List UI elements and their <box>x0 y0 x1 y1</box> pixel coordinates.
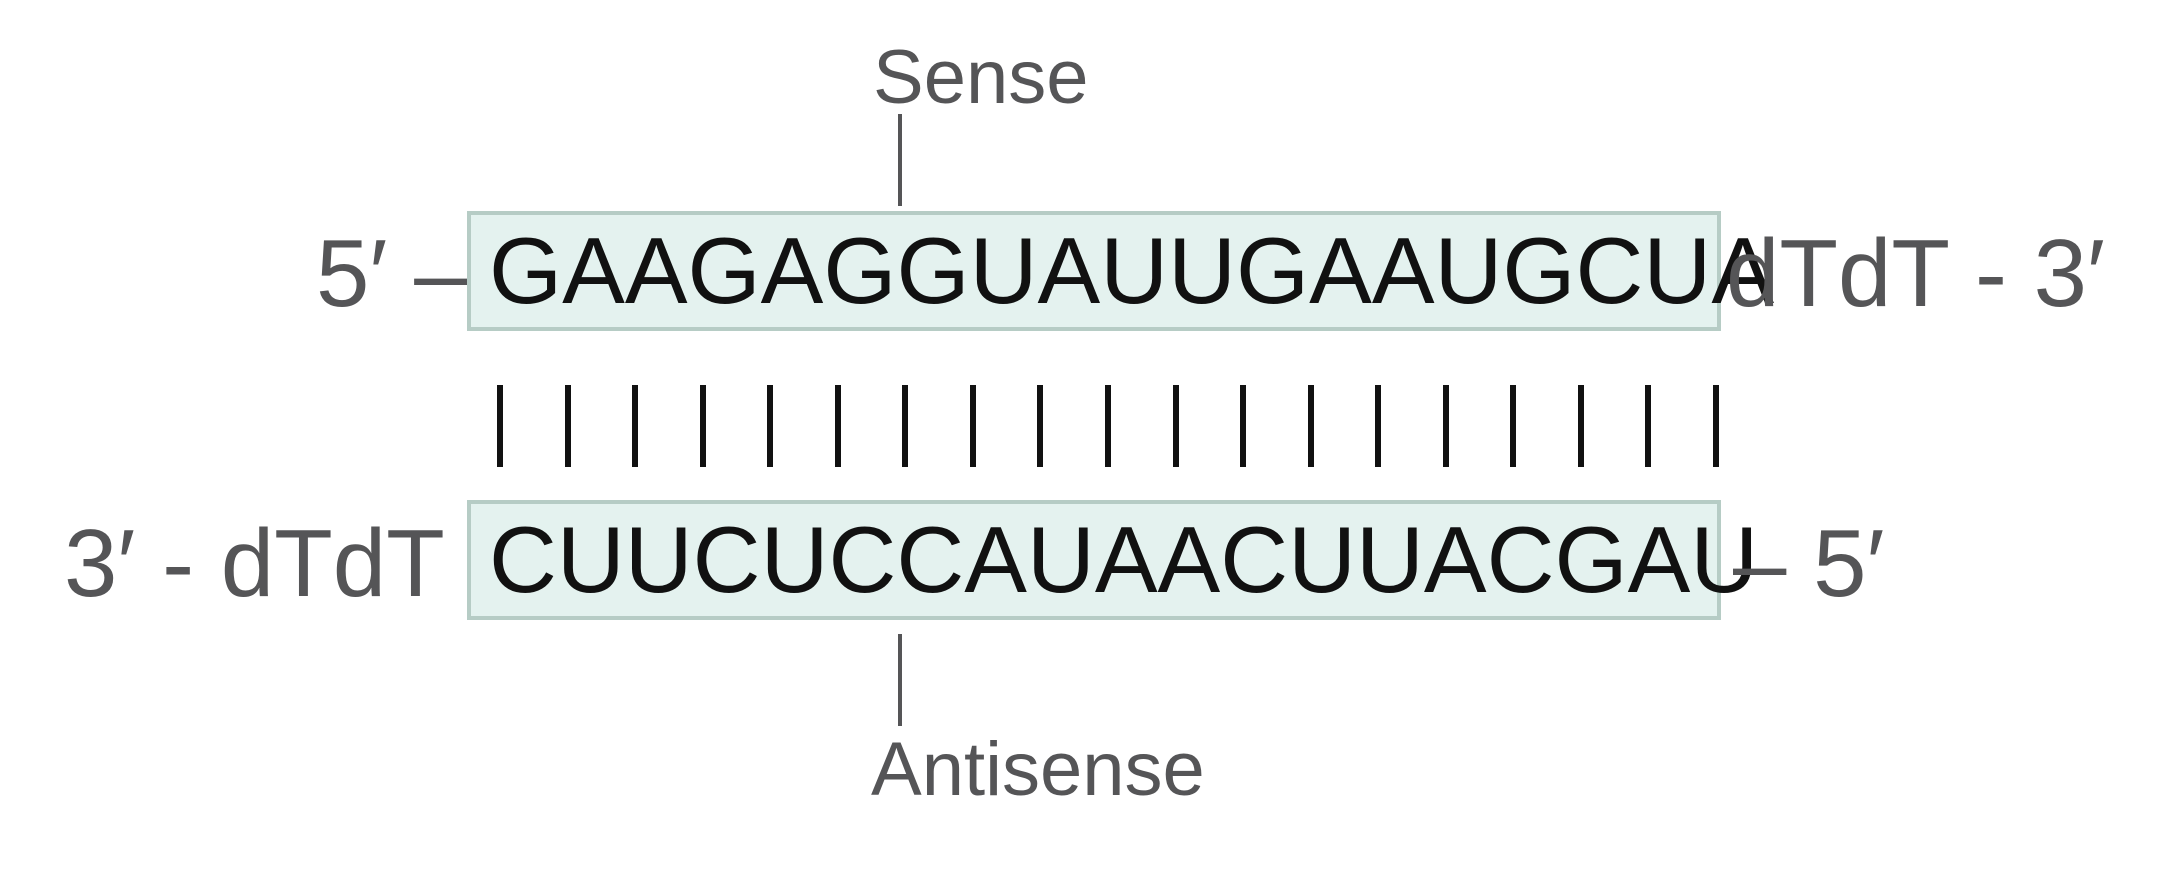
sense-nucleotide: A <box>1371 218 1435 323</box>
sense-nucleotide: G <box>896 218 970 323</box>
antisense-nucleotide: A <box>1094 507 1158 612</box>
base-pair-line <box>699 385 706 467</box>
base-pair-line <box>902 385 909 467</box>
sense-nucleotide: A <box>1037 218 1101 323</box>
antisense-nucleotide: C <box>896 507 965 612</box>
antisense-label: Antisense <box>871 727 1205 812</box>
base-pair-line <box>1037 385 1044 467</box>
antisense-3prime-overhang: 3′ - dTdT <box>64 510 445 617</box>
sense-nucleotide: U <box>969 218 1038 323</box>
antisense-nucleotide: C <box>828 507 897 612</box>
antisense-nucleotide: U <box>760 507 829 612</box>
antisense-nucleotide: U <box>1356 507 1424 612</box>
sense-nucleotide: A <box>760 218 824 323</box>
sense-nucleotide: U <box>1434 218 1503 323</box>
base-pair-line <box>1307 385 1314 467</box>
sense-nucleotide: G <box>823 218 897 323</box>
sense-nucleotide: U <box>1100 218 1169 323</box>
antisense-nucleotide: C <box>1486 507 1555 612</box>
sense-nucleotide: A <box>1711 218 1775 323</box>
sense-nucleotide: U <box>1168 218 1236 323</box>
base-pair-line <box>1375 385 1382 467</box>
base-pair-line <box>1645 385 1652 467</box>
base-pair-line <box>632 385 639 467</box>
sense-pointer-line <box>898 114 902 206</box>
antisense-nucleotide: C <box>692 507 761 612</box>
base-pair-line <box>969 385 976 467</box>
antisense-nucleotide: A <box>964 507 1027 612</box>
sense-nucleotide: G <box>687 218 761 323</box>
antisense-5prime-label: – 5′ <box>1733 510 1885 617</box>
sense-nucleotide: G <box>1502 218 1576 323</box>
antisense-nucleotide: C <box>1220 507 1289 612</box>
base-pair-line <box>1172 385 1179 467</box>
antisense-nucleotide: A <box>1423 507 1487 612</box>
sense-3prime-overhang: dTdT - 3′ <box>1726 220 2106 327</box>
antisense-nucleotide: A <box>1627 507 1691 612</box>
antisense-nucleotide: A <box>1157 507 1221 612</box>
base-pair-lines <box>497 385 1719 467</box>
sense-nucleotide: A <box>1309 218 1372 323</box>
base-pair-line <box>564 385 571 467</box>
sense-nucleotide: G <box>489 218 563 323</box>
antisense-nucleotide: U <box>624 507 693 612</box>
base-pair-line <box>1510 385 1517 467</box>
antisense-nucleotide: U <box>1690 507 1759 612</box>
sense-nucleotide: G <box>1235 218 1310 323</box>
antisense-nucleotide: U <box>556 507 625 612</box>
antisense-nucleotide: C <box>489 507 557 612</box>
base-pair-line <box>1105 385 1111 467</box>
antisense-nucleotide: U <box>1026 507 1095 612</box>
sense-label: Sense <box>873 35 1089 120</box>
base-pair-line <box>1240 385 1247 467</box>
sense-nucleotide: C <box>1575 218 1644 323</box>
base-pair-line <box>497 385 503 467</box>
sense-nucleotide: A <box>562 218 625 323</box>
base-pair-line <box>1713 385 1719 467</box>
sense-nucleotide: U <box>1643 218 1712 323</box>
antisense-nucleotide: G <box>1554 507 1628 612</box>
base-pair-line <box>834 385 841 467</box>
antisense-nucleotide: U <box>1288 507 1357 612</box>
antisense-pointer-line <box>898 634 902 726</box>
sense-nucleotide: A <box>624 218 688 323</box>
base-pair-line <box>1577 385 1584 467</box>
base-pair-line <box>1442 385 1449 467</box>
base-pair-line <box>767 385 774 467</box>
sense-5prime-label: 5′ – <box>316 220 468 327</box>
